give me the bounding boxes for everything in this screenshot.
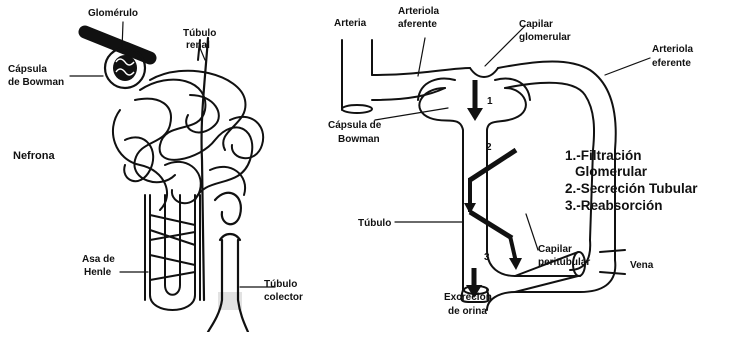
capsula-bowman-label: Cápsula de: [328, 120, 382, 131]
step-number-1: 1: [487, 96, 493, 107]
asa-henle-label: Asa de: [82, 254, 115, 265]
arrow-secretion: [470, 150, 516, 180]
step-number-3: 3: [484, 252, 490, 263]
capilar-peritubular-label-2: peritubular: [538, 257, 590, 268]
arteriola-aferente-label: Arteriola: [398, 6, 440, 17]
afferent-arteriole-top: [372, 68, 470, 75]
process-legend: 1.-Filtración Glomerular 2.-Secreción Tu…: [565, 148, 698, 213]
glomerulo-label: Glomérulo: [88, 8, 138, 19]
legend-line-4: 3.-Reabsorción: [565, 198, 663, 213]
capsula-label: Cápsula: [8, 64, 47, 75]
left-leader-lines: [70, 22, 275, 287]
arteriola-eferente-label: Arteriola: [652, 44, 694, 55]
artery-opening: [342, 105, 372, 113]
step-number-2: 2: [486, 142, 492, 153]
arrows: [464, 80, 522, 298]
legend-line-2: Glomerular: [575, 164, 648, 179]
capsula-label-2: de Bowman: [8, 77, 64, 88]
asa-henle-label-2: Henle: [84, 267, 112, 278]
tubulo-renal-label-2: renal: [186, 40, 210, 51]
capilar-glomerular-label-2: glomerular: [519, 32, 571, 43]
capsula-bowman-label-2: Bowman: [338, 134, 380, 145]
arrow-reabsorption: [470, 212, 512, 238]
tubulo-colector-label: Túbulo: [264, 279, 297, 290]
capilar-peritubular-label: Capilar: [538, 244, 572, 255]
tubulo-renal-label: Túbulo: [183, 28, 216, 39]
arteriola-aferente-label-2: aferente: [398, 19, 437, 30]
nefrona-label: Nefrona: [13, 150, 55, 162]
glomerular-capillary: [470, 68, 498, 77]
vena-label: Vena: [630, 260, 654, 271]
loop-of-henle-shape: [145, 195, 200, 310]
capilar-glomerular-label: Capilar: [519, 19, 553, 30]
capsule-left-wall: [419, 88, 463, 200]
capsule-right-wall: [487, 88, 526, 200]
right-leader-lines: [375, 26, 650, 250]
glomerulus-shape: [113, 55, 137, 81]
arteriola-eferente-label-2: eferente: [652, 58, 691, 69]
excrecion-label-2: de orina: [448, 306, 487, 317]
convoluted-tubule-shape: [113, 71, 263, 210]
renal-tubule-line: [202, 38, 208, 300]
arteria-label: Arteria: [334, 18, 367, 29]
nephron-illustration: [70, 22, 275, 332]
excrecion-label: Excreción: [444, 292, 492, 303]
legend-line-1: 1.-Filtración: [565, 148, 642, 163]
tubulo-label: Túbulo: [358, 218, 391, 229]
tubulo-colector-label-2: colector: [264, 292, 303, 303]
artery-tube: [342, 40, 372, 110]
collecting-duct-shape: [208, 193, 248, 332]
legend-line-3: 2.-Secreción Tubular: [565, 181, 698, 196]
